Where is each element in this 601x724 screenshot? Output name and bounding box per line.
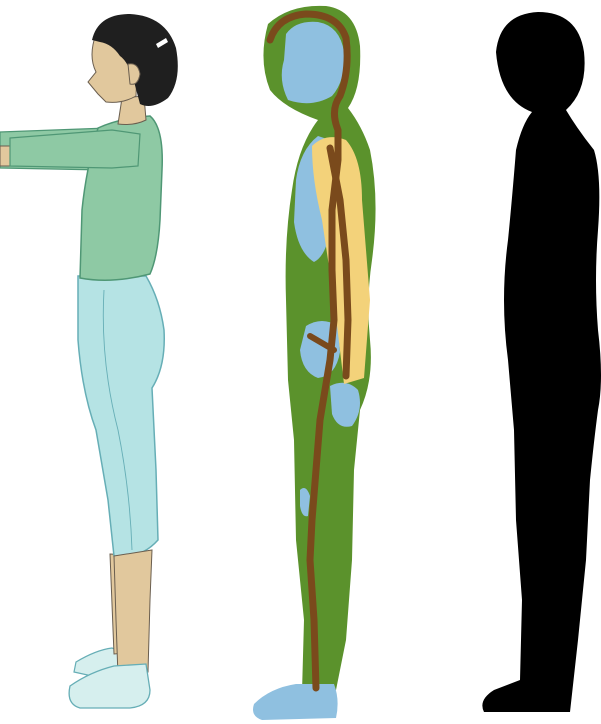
woman-front-calf bbox=[114, 550, 152, 676]
segmentation-feet bbox=[253, 684, 338, 720]
segmentation-figure bbox=[253, 6, 376, 720]
segmentation-head bbox=[282, 22, 345, 103]
illustrated-woman bbox=[0, 14, 178, 708]
woman-pants bbox=[78, 276, 164, 557]
silhouette-body bbox=[482, 12, 601, 712]
black-silhouette bbox=[482, 12, 601, 712]
